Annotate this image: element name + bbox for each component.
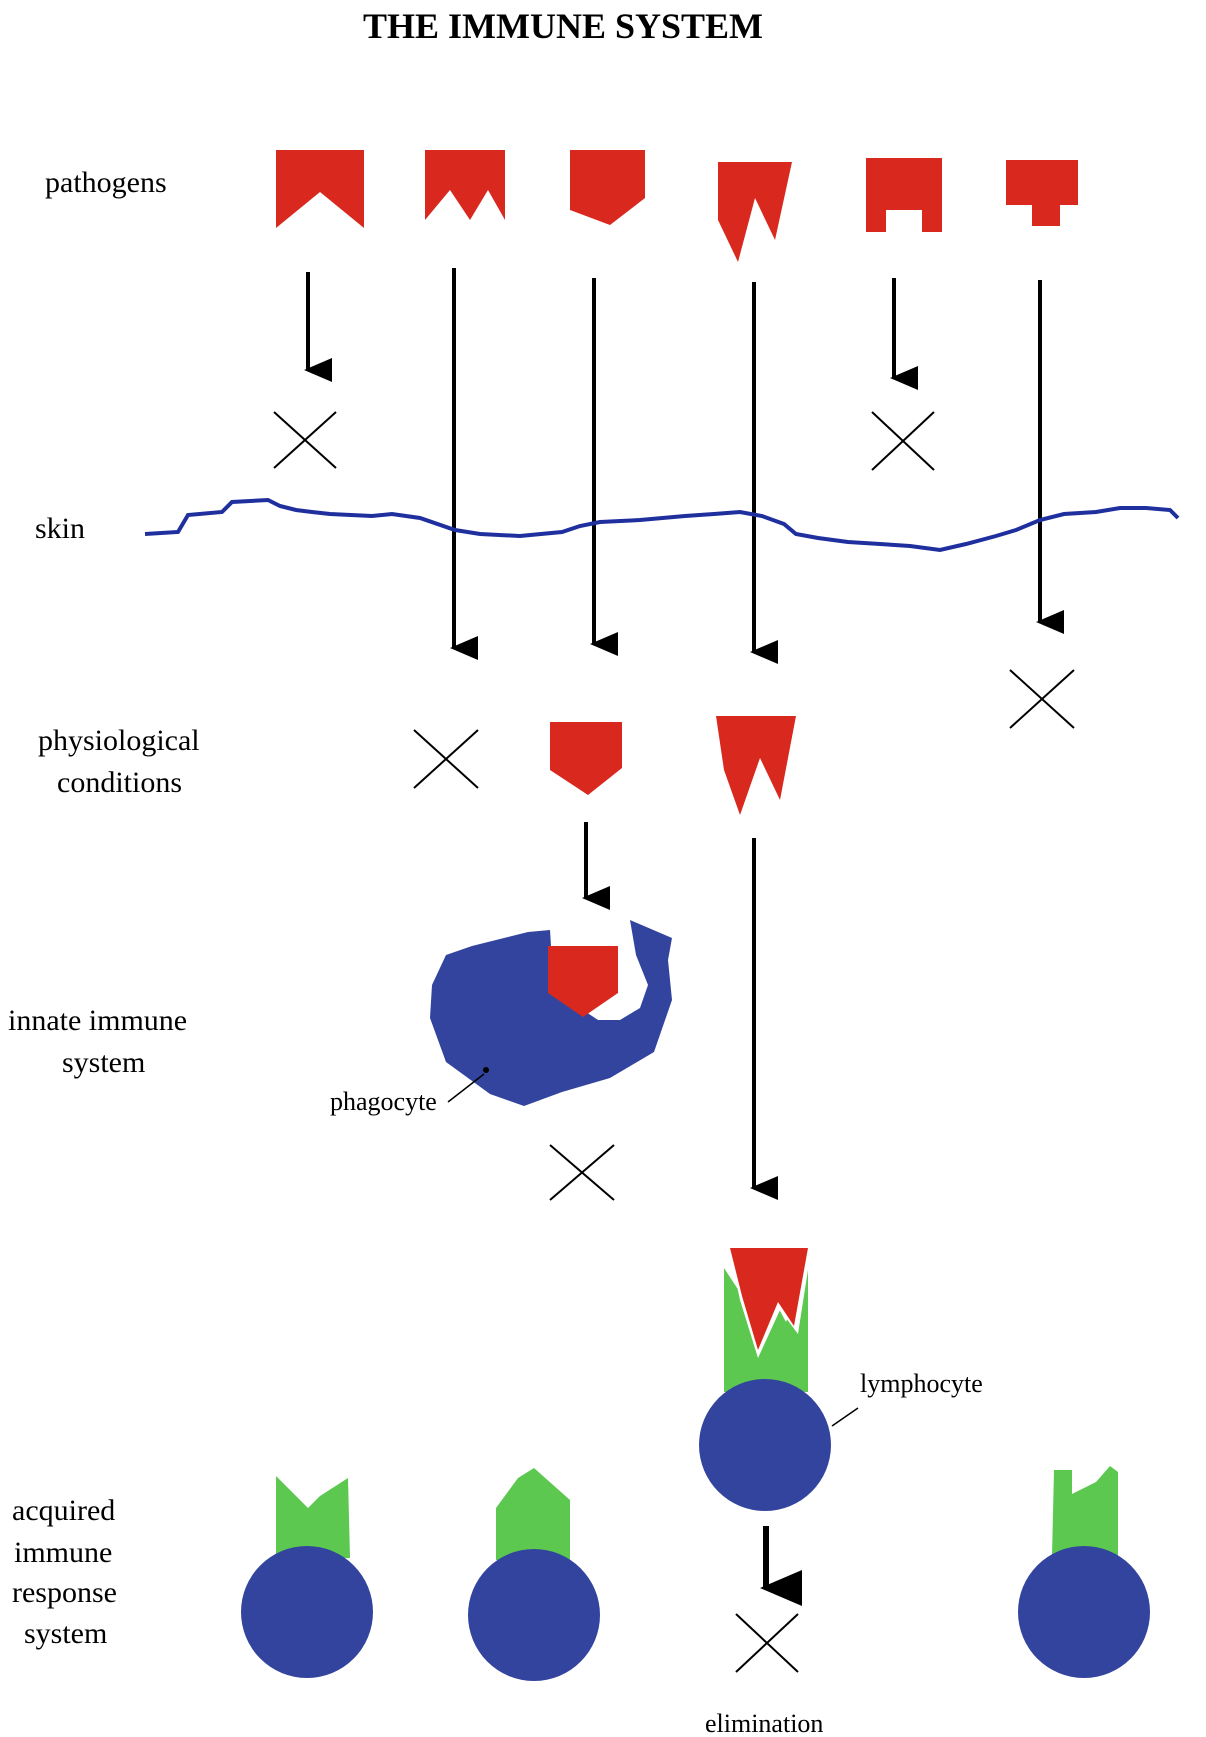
blocked-cross-3 <box>1009 669 1075 729</box>
pathogen-surviving-2 <box>716 716 796 815</box>
elimination-label: elimination <box>705 1709 823 1737</box>
row-label-pathogens: pathogens <box>45 166 167 199</box>
lymphocyte-activated <box>699 1244 831 1511</box>
lymphocyte-label: lymphocyte <box>860 1369 983 1398</box>
pathogen-6 <box>1006 160 1078 226</box>
pathogen-surviving-1 <box>550 722 622 795</box>
phagocyte-cell <box>430 920 672 1106</box>
elimination-cross <box>735 1613 799 1673</box>
row-label-immune: immune <box>14 1536 112 1569</box>
pathogen-3 <box>570 150 645 225</box>
pathogen-1 <box>276 150 364 228</box>
row-label-acquired: acquired <box>12 1494 115 1527</box>
row-label-innate-system: system <box>62 1046 145 1079</box>
blocked-cross-5 <box>549 1144 615 1201</box>
row-label-system: system <box>24 1617 107 1650</box>
blocked-cross-4 <box>413 729 479 789</box>
diagram-title: THE IMMUNE SYSTEM <box>363 6 763 46</box>
row-label-physiological: physiological <box>38 724 200 757</box>
phagocyte-pointer <box>447 1073 485 1103</box>
lymphocyte-pointer <box>831 1407 859 1427</box>
phagocyte-label: phagocyte <box>330 1087 437 1116</box>
row-label-conditions: conditions <box>57 766 182 799</box>
row-label-skin: skin <box>35 512 85 545</box>
lymphocyte-3 <box>1018 1466 1150 1678</box>
pathogen-5 <box>866 158 942 232</box>
blocked-cross-1 <box>273 411 337 469</box>
pathogen-2 <box>425 150 505 220</box>
pathogen-4 <box>718 162 792 262</box>
skin-line <box>144 497 1180 553</box>
blocked-cross-2 <box>871 411 935 471</box>
row-label-response: response <box>12 1576 117 1609</box>
row-label-innate-immune: innate immune <box>8 1004 187 1037</box>
lymphocyte-1 <box>241 1476 373 1678</box>
lymphocyte-2 <box>468 1468 600 1681</box>
